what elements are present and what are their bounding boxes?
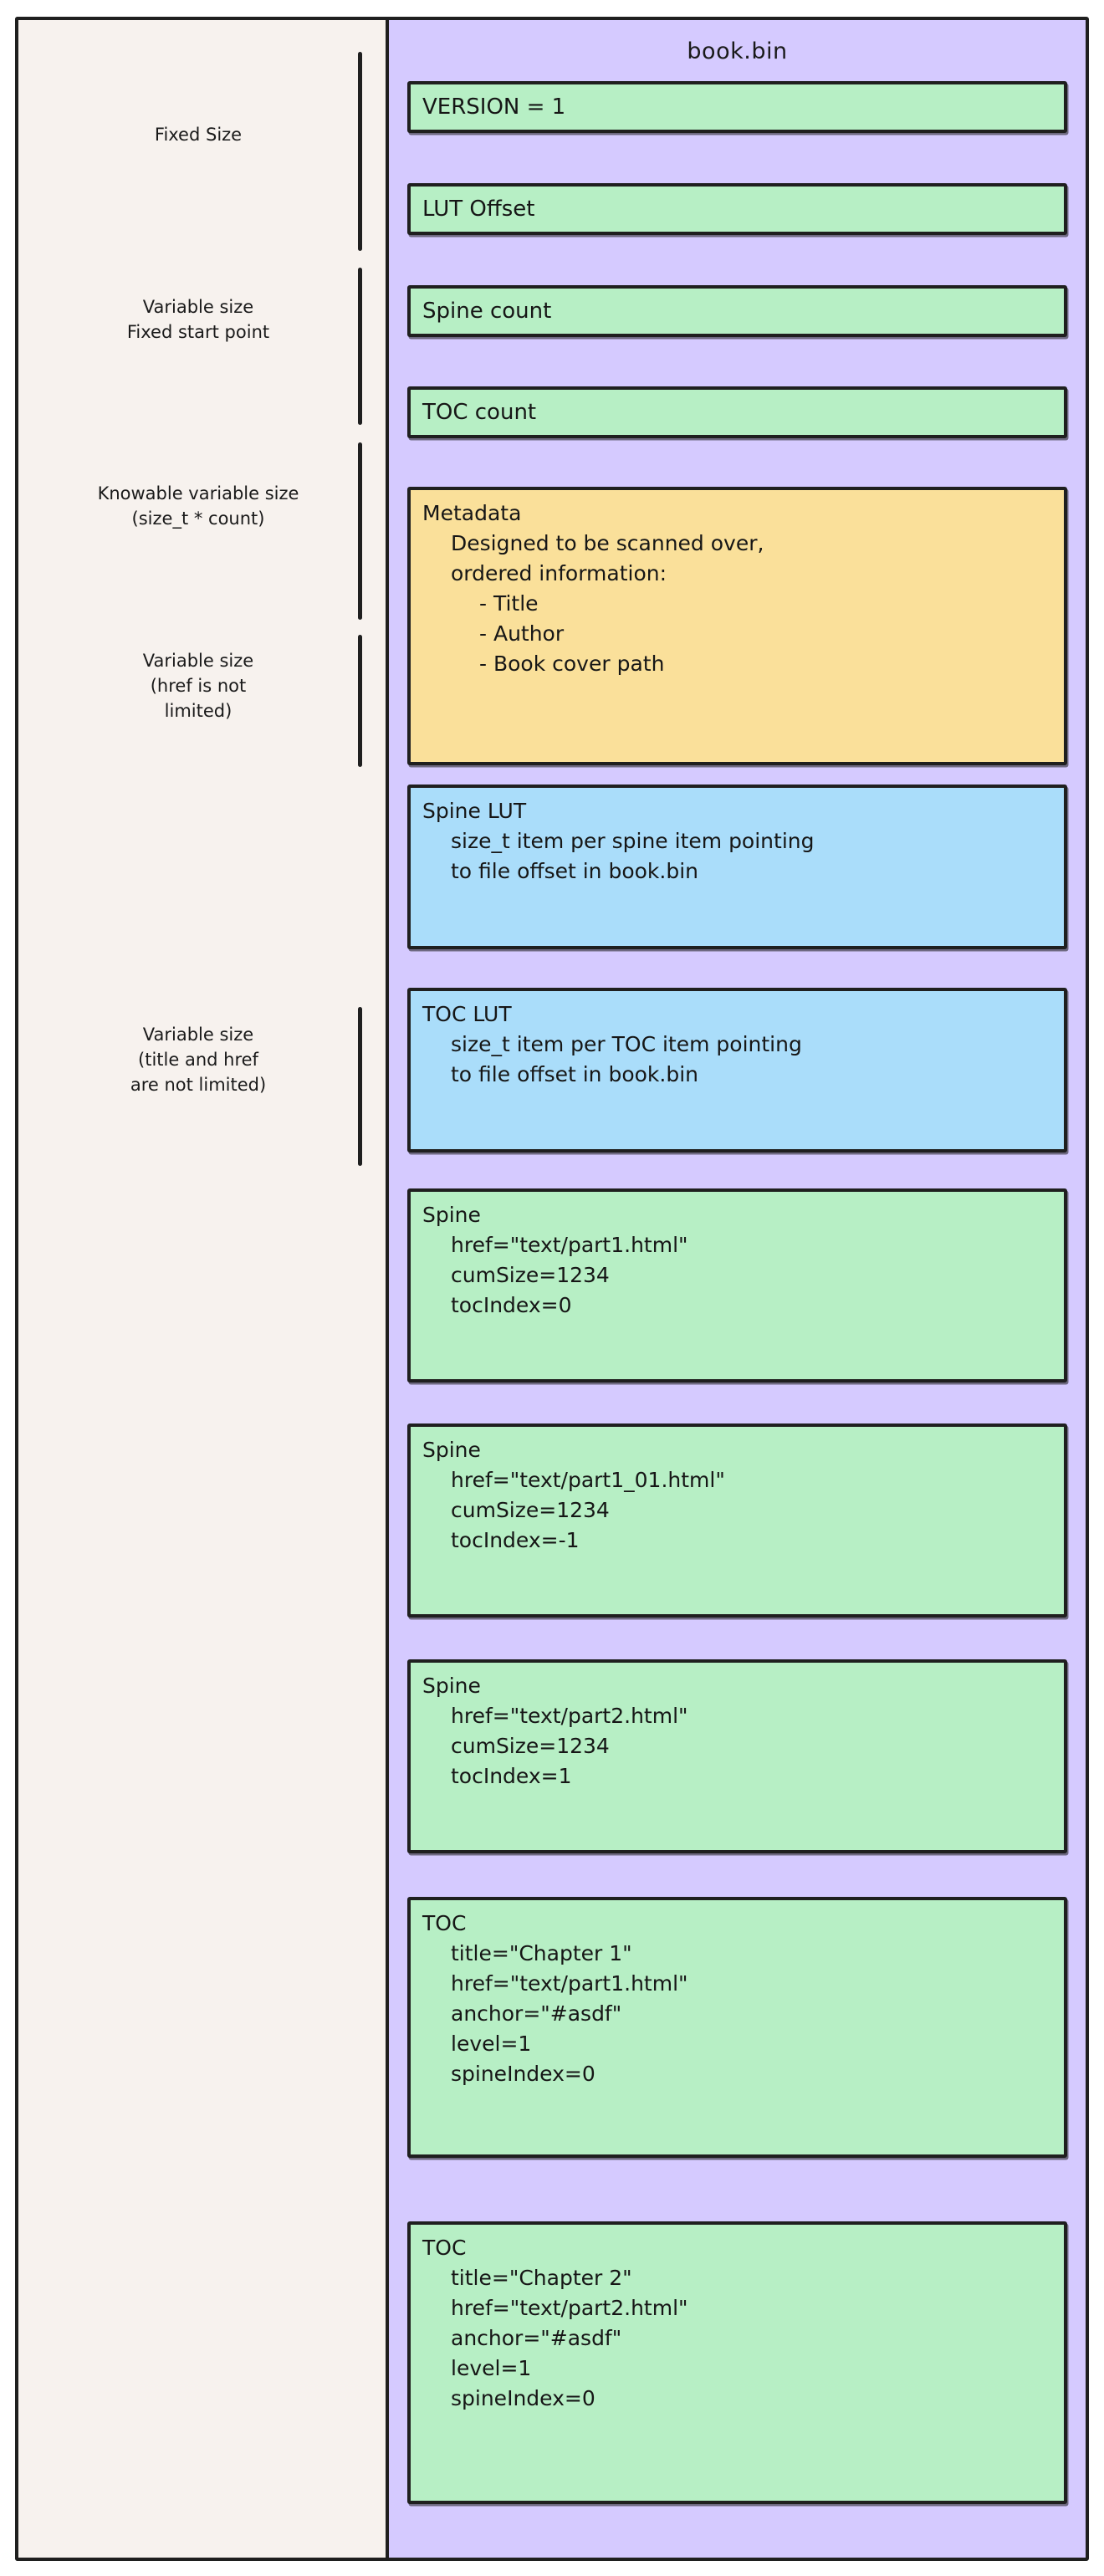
annotation-line: Variable size bbox=[142, 1025, 254, 1045]
block-line: ordered information: bbox=[451, 561, 667, 585]
block-line: spineIndex=0 bbox=[451, 2062, 595, 2086]
block-line: cumSize=1234 bbox=[451, 1498, 610, 1522]
block-line: href="text/part2.html" bbox=[451, 1704, 688, 1728]
block-line: Spine bbox=[422, 1203, 481, 1227]
annotation-variable-href: Variable size (href is not limited) bbox=[56, 648, 340, 723]
block-line: size_t item per TOC item pointing bbox=[451, 1032, 802, 1056]
diagram-outer-frame: Fixed Size Variable size Fixed start poi… bbox=[15, 17, 1089, 2561]
block-line: title="Chapter 2" bbox=[451, 2266, 632, 2290]
file-column: book.bin VERSION = 1 LUT Offset Spine co… bbox=[386, 17, 1089, 2561]
block-toc-count: TOC count bbox=[407, 386, 1067, 438]
bracket-fixed-size bbox=[358, 52, 362, 251]
block-line: Spine count bbox=[422, 299, 552, 324]
annotation-variable-title-href: Variable size (title and href are not li… bbox=[56, 1022, 340, 1097]
block-line: Metadata bbox=[422, 501, 522, 525]
block-line: - Title bbox=[479, 591, 539, 616]
block-line: size_t item per spine item pointing bbox=[451, 829, 815, 853]
block-line: cumSize=1234 bbox=[451, 1734, 610, 1758]
block-line: TOC LUT bbox=[422, 1002, 512, 1026]
block-spine-1: Spine href="text/part1.html" cumSize=123… bbox=[407, 1188, 1067, 1383]
annotation-line: are not limited) bbox=[130, 1075, 267, 1095]
annotation-line: Knowable variable size bbox=[97, 483, 299, 503]
block-line: to file offset in book.bin bbox=[451, 1062, 699, 1086]
block-line: - Book cover path bbox=[479, 652, 665, 676]
annotation-line: (href is not bbox=[150, 676, 247, 696]
block-spine-count: Spine count bbox=[407, 285, 1067, 337]
annotation-line: Fixed Size bbox=[154, 125, 243, 145]
bracket-variable-title-href bbox=[358, 1007, 362, 1166]
block-spine-3: Spine href="text/part2.html" cumSize=123… bbox=[407, 1659, 1067, 1853]
annotation-knowable-variable: Knowable variable size (size_t * count) bbox=[56, 481, 340, 531]
block-line: anchor="#asdf" bbox=[451, 2001, 622, 2026]
block-line: cumSize=1234 bbox=[451, 1263, 610, 1287]
block-toc-1: TOC title="Chapter 1" href="text/part1.h… bbox=[407, 1897, 1067, 2158]
block-line: href="text/part1_01.html" bbox=[451, 1468, 725, 1492]
block-line: Spine bbox=[422, 1438, 481, 1462]
block-line: href="text/part2.html" bbox=[451, 2296, 688, 2320]
block-line: VERSION = 1 bbox=[422, 95, 566, 120]
block-line: href="text/part1.html" bbox=[451, 1233, 688, 1257]
block-version: VERSION = 1 bbox=[407, 81, 1067, 133]
block-line: anchor="#asdf" bbox=[451, 2326, 622, 2350]
block-spine-2: Spine href="text/part1_01.html" cumSize=… bbox=[407, 1423, 1067, 1618]
block-toc-2: TOC title="Chapter 2" href="text/part2.h… bbox=[407, 2221, 1067, 2504]
block-line: level=1 bbox=[451, 2356, 532, 2380]
annotation-line: Variable size bbox=[142, 297, 254, 317]
block-line: Designed to be scanned over, bbox=[451, 531, 764, 555]
block-line: TOC count bbox=[422, 400, 537, 425]
block-line: tocIndex=1 bbox=[451, 1764, 572, 1788]
block-metadata: Metadata Designed to be scanned over, or… bbox=[407, 487, 1067, 765]
bracket-knowable-variable bbox=[358, 442, 362, 620]
annotation-column: Fixed Size Variable size Fixed start poi… bbox=[15, 17, 386, 2561]
annotation-line: (title and href bbox=[138, 1050, 258, 1070]
annotation-fixed-size: Fixed Size bbox=[56, 122, 340, 147]
block-line: title="Chapter 1" bbox=[451, 1941, 632, 1965]
block-line: href="text/part1.html" bbox=[451, 1971, 688, 1996]
bracket-variable-href bbox=[358, 635, 362, 767]
file-title: book.bin bbox=[687, 38, 788, 64]
block-line: level=1 bbox=[451, 2032, 532, 2056]
block-toc-lut: TOC LUT size_t item per TOC item pointin… bbox=[407, 988, 1067, 1153]
block-line: tocIndex=0 bbox=[451, 1293, 572, 1317]
block-spine-lut: Spine LUT size_t item per spine item poi… bbox=[407, 785, 1067, 949]
block-line: LUT Offset bbox=[422, 197, 535, 222]
block-line: TOC bbox=[422, 2236, 467, 2260]
annotation-variable-fixed-start: Variable size Fixed start point bbox=[56, 294, 340, 345]
annotation-line: (size_t * count) bbox=[131, 509, 265, 529]
block-line: TOC bbox=[422, 1911, 467, 1935]
block-lut-offset: LUT Offset bbox=[407, 183, 1067, 235]
block-line: spineIndex=0 bbox=[451, 2386, 595, 2410]
bracket-variable-fixed-start bbox=[358, 268, 362, 425]
annotation-line: Variable size bbox=[142, 651, 254, 671]
annotation-line: limited) bbox=[164, 701, 233, 721]
block-line: to file offset in book.bin bbox=[451, 859, 699, 883]
block-line: - Author bbox=[479, 621, 565, 646]
block-line: Spine bbox=[422, 1674, 481, 1698]
block-line: Spine LUT bbox=[422, 799, 527, 823]
annotation-line: Fixed start point bbox=[126, 322, 270, 342]
block-line: tocIndex=-1 bbox=[451, 1528, 580, 1552]
